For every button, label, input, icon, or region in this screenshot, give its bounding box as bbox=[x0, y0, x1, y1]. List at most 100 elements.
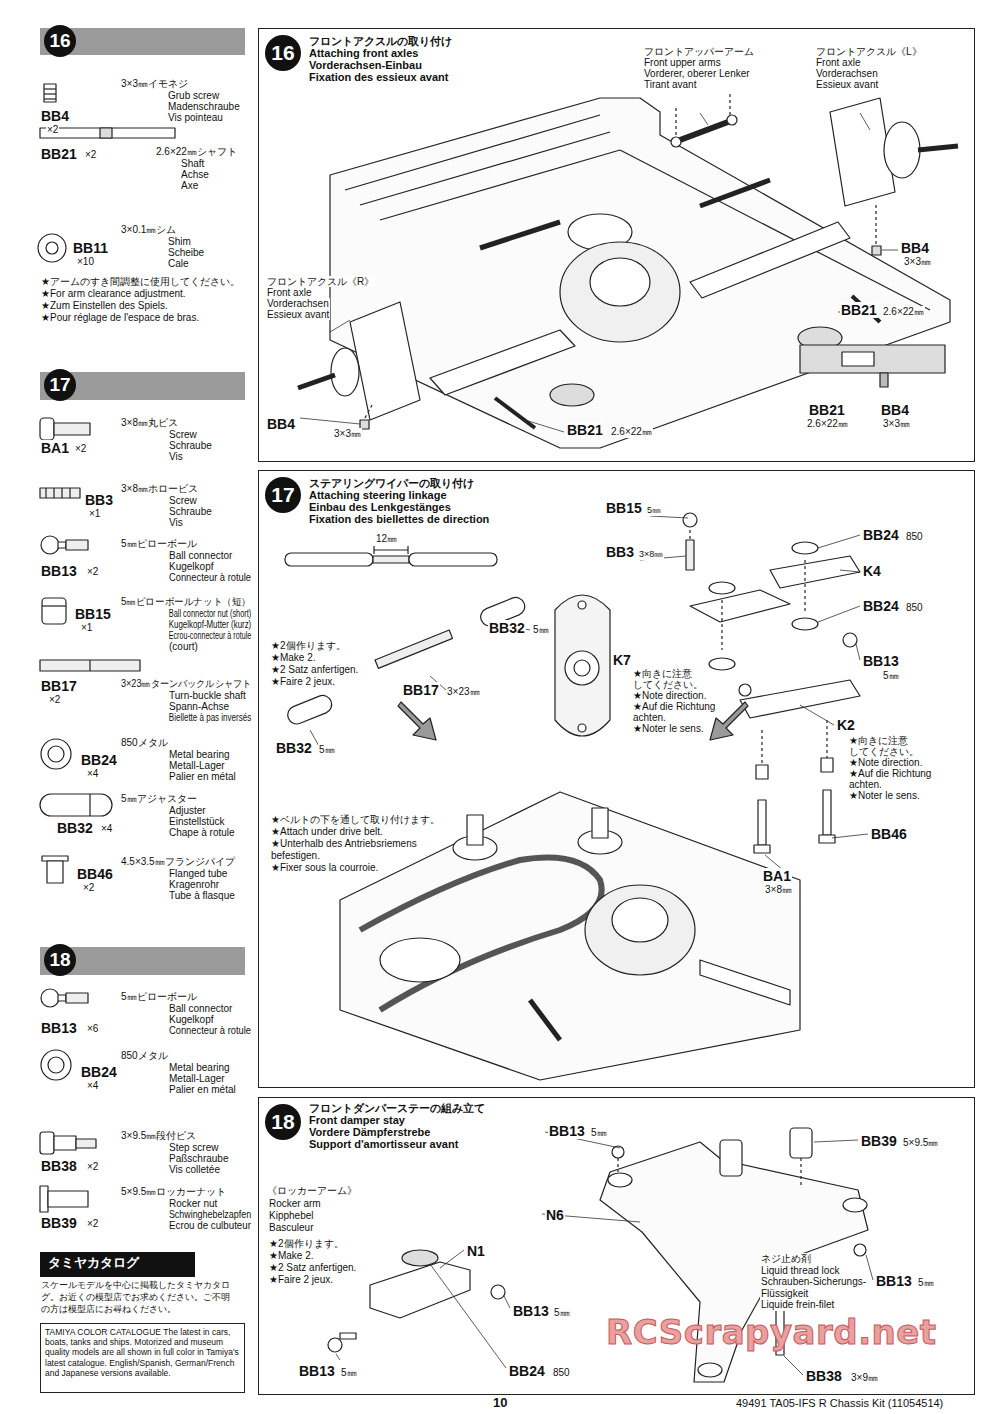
part-note: 3×3㎜イモネジ bbox=[120, 78, 189, 90]
part-note: Schwinghebelzapfen bbox=[168, 1209, 252, 1220]
step-title: Vorderachsen-Einbau bbox=[308, 59, 423, 71]
step-title: Attaching steering linkage bbox=[308, 489, 448, 501]
part-note: フロントアクスル《L》 bbox=[815, 46, 923, 57]
part-note: Spann-Achse bbox=[168, 701, 230, 712]
part-note: してください。 bbox=[848, 746, 920, 757]
part-code: BB21 bbox=[840, 302, 878, 318]
part-note: Kugelkopf bbox=[168, 1014, 214, 1025]
part-note: 850 bbox=[905, 531, 924, 543]
part-note: Connecteur à rotule bbox=[168, 572, 252, 583]
part-note: ★Note direction. bbox=[632, 690, 707, 701]
part-note: 5㎜ bbox=[340, 1367, 358, 1379]
part-note: 5㎜ bbox=[590, 1127, 608, 1139]
part-note: ★2個作ります。 bbox=[270, 640, 347, 652]
part-note: 5㎜アジャスター bbox=[120, 793, 198, 805]
part-note: ×1 bbox=[80, 622, 93, 634]
part-note: Essieux avant bbox=[266, 309, 330, 320]
part-note: Connecteur à rotule bbox=[168, 1025, 252, 1036]
part-note: 3×8㎜ホロービス bbox=[120, 483, 199, 495]
part-note: Metall-Lager bbox=[168, 1073, 226, 1084]
part-code: 10 bbox=[492, 1395, 508, 1410]
part-note: ★Faire 2 jeux. bbox=[270, 676, 336, 688]
part-note: Screw bbox=[168, 429, 198, 440]
part-note: 2.6×22㎜ bbox=[882, 306, 925, 318]
part-note: 12㎜ bbox=[375, 533, 398, 545]
part-note: ★Fixer sous la courroie. bbox=[270, 862, 379, 874]
part-note: 5㎜ bbox=[532, 624, 550, 636]
part-note: ×2 bbox=[86, 1218, 99, 1230]
catalog-box: TAMIYA COLOR CATALOGUE The latest in car… bbox=[40, 1323, 245, 1393]
part-note: ★向きに注意 bbox=[632, 668, 693, 679]
part-note: ★アームのすき間調整に使用してください。 bbox=[40, 276, 241, 288]
step-number: 18 bbox=[265, 1104, 301, 1140]
part-note: Vis bbox=[168, 451, 184, 462]
part-code: N6 bbox=[545, 1207, 565, 1223]
part-note: Einstellstück bbox=[168, 816, 226, 827]
part-note: Grub screw bbox=[167, 90, 220, 101]
step-number: 16 bbox=[44, 25, 76, 57]
part-note: 3×23㎜ bbox=[446, 686, 481, 698]
step-number: 18 bbox=[44, 944, 76, 976]
part-note: Kragenrohr bbox=[168, 879, 220, 890]
part-code: BB24 bbox=[508, 1363, 546, 1379]
part-note: ★For arm clearance adjustment. bbox=[40, 288, 187, 300]
part-note: 3×9㎜ bbox=[850, 1372, 879, 1384]
part-note: ×2 bbox=[86, 1161, 99, 1173]
part-note: Scheibe bbox=[167, 247, 205, 258]
part-note: Front axle bbox=[266, 287, 312, 298]
part-code: BB46 bbox=[870, 826, 908, 842]
part-code: BB32 bbox=[56, 820, 94, 836]
part-code: BB39 bbox=[40, 1215, 78, 1231]
part-note: 3×8㎜ bbox=[638, 548, 664, 560]
part-note: ★2 Satz anfertigen. bbox=[268, 1262, 357, 1274]
part-code: BB13 bbox=[298, 1363, 336, 1379]
watermark: RCScrapyard.net bbox=[605, 1312, 938, 1352]
part-code: BB17 bbox=[40, 678, 78, 694]
part-note: ★Faire 2 jeux. bbox=[268, 1274, 334, 1286]
part-note: スケールモデルを中心に掲載したタミヤカタロ bbox=[40, 1279, 231, 1291]
part-note: Metal bearing bbox=[168, 1062, 231, 1073]
part-note: Metal bearing bbox=[168, 749, 231, 760]
part-code: BB15 bbox=[605, 500, 643, 516]
step-title: ステアリングワイパーの取り付け bbox=[308, 477, 475, 489]
part-note: Schraube bbox=[168, 506, 213, 517]
part-note: ★Make 2. bbox=[270, 652, 317, 664]
part-note: Rocker nut bbox=[168, 1198, 218, 1209]
part-note: Ball connector nut (short) bbox=[168, 608, 252, 619]
part-note: 5㎜ピローボール bbox=[120, 991, 198, 1003]
part-note: 5㎜ bbox=[318, 744, 336, 756]
part-note: ×2 bbox=[86, 566, 99, 578]
step-title: フロントアクスルの取り付け bbox=[308, 35, 453, 47]
part-note: ×2 bbox=[84, 149, 97, 161]
part-code: BA1 bbox=[40, 440, 70, 456]
part-note: Vis pointeau bbox=[167, 112, 224, 123]
part-code: K4 bbox=[862, 563, 882, 579]
catalog-heading: タミヤカタログ bbox=[48, 1254, 187, 1272]
part-note: ★2個作ります。 bbox=[268, 1238, 345, 1250]
step-number: 17 bbox=[44, 369, 76, 401]
part-note: グ。お近くの模型店でお求めください。ご不明 bbox=[40, 1291, 231, 1303]
part-note: Vorderachsen bbox=[266, 298, 330, 309]
part-note: 3×9.5㎜段付ビス bbox=[120, 1130, 197, 1142]
part-note: Achse bbox=[180, 169, 210, 180]
part-note: ×2 bbox=[48, 694, 61, 706]
part-note: Metall-Lager bbox=[168, 760, 226, 771]
step-title: Einbau des Lenkgestänges bbox=[308, 501, 452, 513]
part-note: Ecrou de culbuteur bbox=[168, 1220, 252, 1231]
part-note: achten. bbox=[848, 779, 883, 790]
step-title: Front damper stay bbox=[308, 1114, 406, 1126]
part-note: ×4 bbox=[86, 768, 99, 780]
step-title: Vordere Dämpferstrebe bbox=[308, 1126, 431, 1138]
part-note: ★Attach under drive belt. bbox=[270, 826, 384, 838]
step-title: Support d'amortisseur avant bbox=[308, 1138, 459, 1150]
part-note: ★向きに注意 bbox=[848, 735, 909, 746]
part-note: ×2 bbox=[46, 124, 59, 136]
part-code: BB24 bbox=[862, 527, 900, 543]
part-note: Front upper arms bbox=[643, 57, 722, 68]
part-note: 5㎜ bbox=[646, 504, 662, 516]
part-note: 5㎜ピローボール bbox=[120, 538, 198, 550]
part-note: 3×0.1㎜シム bbox=[120, 224, 177, 236]
catalog-header: タミヤカタログ bbox=[40, 1252, 195, 1277]
part-code: BB13 bbox=[40, 563, 78, 579]
